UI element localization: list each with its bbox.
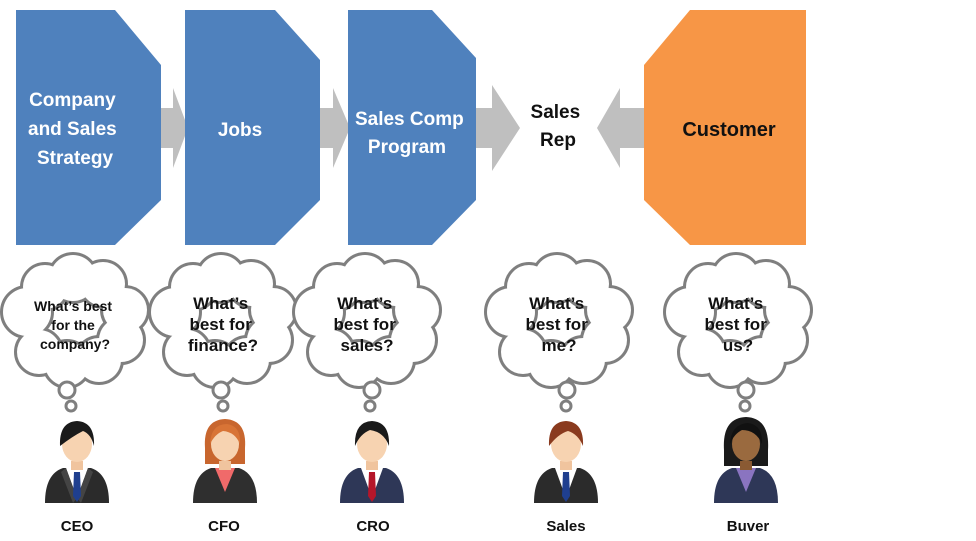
- box-label: Customer: [682, 119, 776, 141]
- right-arrow-icon: [318, 88, 350, 168]
- thought-dot: [362, 380, 382, 400]
- flow-box-customer: Customer: [644, 10, 806, 245]
- arrows: [158, 85, 650, 171]
- box-label: Sales Comp Program: [355, 109, 469, 158]
- thought-dot: [738, 399, 752, 413]
- thought-dot: [363, 399, 377, 413]
- thought-bubble: What’s best for the company?: [3, 255, 147, 413]
- thought-text: What’s best for me?: [525, 294, 592, 355]
- buyer-woman-icon: [714, 417, 778, 503]
- thought-dot: [57, 380, 77, 400]
- thought-text: What’s best for sales?: [333, 294, 400, 355]
- businesswoman-icon: [193, 419, 257, 503]
- pentagon-shape: [348, 10, 476, 245]
- salesman-icon: [534, 421, 598, 503]
- thought-dot: [216, 399, 230, 413]
- role-label-cfo: CFO: [208, 518, 240, 535]
- box-label: Jobs: [218, 120, 262, 141]
- businessman-icon: [45, 421, 109, 503]
- businessman-red-tie-icon: [340, 421, 404, 503]
- thought-dot: [557, 380, 577, 400]
- thought-text: What’s best for us?: [704, 294, 771, 355]
- thought-text: What’s best for the company?: [34, 298, 116, 352]
- role-label-buyer: Buver: [727, 518, 770, 535]
- right-arrow-icon: [475, 85, 520, 171]
- thought-dot: [736, 380, 756, 400]
- role-label-ceo: CEO: [61, 518, 94, 535]
- sales-rep-label: Sales Rep: [531, 102, 586, 151]
- pentagon-shape: [185, 10, 320, 245]
- pentagon-shape: [16, 10, 161, 245]
- role-label-cro: CRO: [356, 518, 390, 535]
- pentagon-shape: [644, 10, 806, 245]
- role-label-sales: Sales: [546, 518, 585, 535]
- thought-text: What’s best for finance?: [188, 294, 258, 355]
- box-label: Company and Sales Strategy: [28, 90, 122, 169]
- flow-box-strategy: Company and Sales Strategy: [16, 10, 161, 245]
- flow-node-sales-rep: Sales Rep: [531, 102, 586, 151]
- thought-dot: [211, 380, 231, 400]
- thought-bubble: What’s best for sales?: [295, 255, 439, 413]
- thought-dot: [64, 399, 78, 413]
- thought-bubble: What’s best for finance?: [151, 255, 295, 413]
- right-arrow-icon: [158, 88, 188, 168]
- left-arrow-icon: [597, 88, 650, 168]
- thought-bubble: What’s best for me?: [487, 255, 631, 413]
- flow-box-sales-comp-program: Sales Comp Program: [348, 10, 476, 245]
- thought-bubble: What’s best for us?: [666, 255, 810, 413]
- flow-box-jobs: Jobs: [185, 10, 320, 245]
- thought-dot: [559, 399, 573, 413]
